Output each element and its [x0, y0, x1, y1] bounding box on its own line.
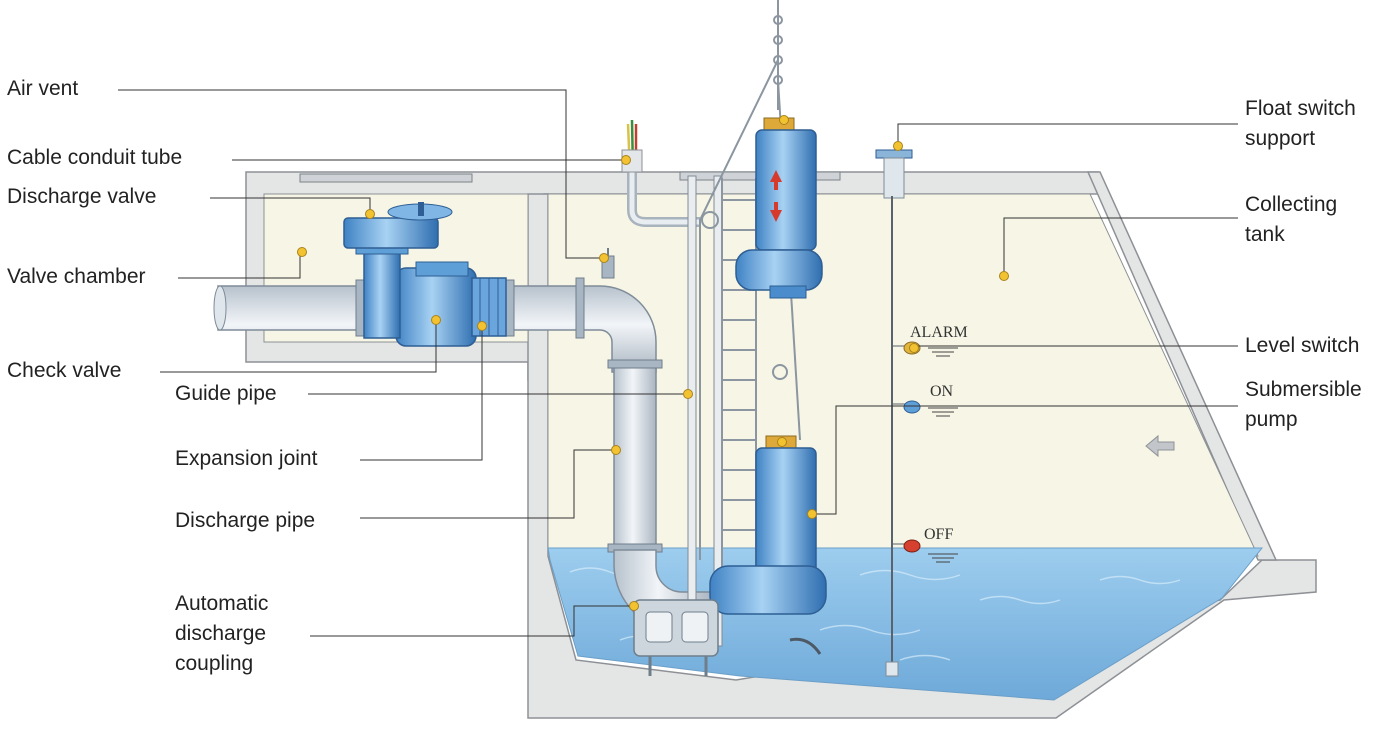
label-submersible-pump: Submersible pump — [1245, 375, 1362, 435]
label-discharge-valve: Discharge valve — [7, 182, 156, 212]
label-automatic-discharge-coupling: Automatic discharge coupling — [175, 589, 268, 679]
leader-float-switch-support — [898, 124, 1238, 146]
hatch-cover-valve — [300, 174, 472, 182]
level-off: OFF — [924, 526, 953, 544]
level-alarm: ALARM — [910, 324, 968, 342]
label-line: support — [1245, 124, 1356, 154]
label-line: pump — [1245, 405, 1362, 435]
label-cable-conduit-tube: Cable conduit tube — [7, 143, 182, 173]
label-line: tank — [1245, 220, 1337, 250]
level-on: ON — [930, 383, 953, 401]
label-float-switch-support: Float switch support — [1245, 94, 1356, 154]
label-level-switch: Level switch — [1245, 331, 1359, 361]
label-expansion-joint: Expansion joint — [175, 444, 317, 474]
label-discharge-pipe: Discharge pipe — [175, 506, 315, 536]
label-air-vent: Air vent — [7, 74, 78, 104]
expansion-joint-shape — [472, 278, 506, 336]
label-line: Collecting — [1245, 190, 1337, 220]
label-check-valve: Check valve — [7, 356, 121, 386]
label-collecting-tank: Collecting tank — [1245, 190, 1337, 250]
label-line: coupling — [175, 649, 268, 679]
label-line: Submersible — [1245, 375, 1362, 405]
label-valve-chamber: Valve chamber — [7, 262, 146, 292]
label-guide-pipe: Guide pipe — [175, 379, 277, 409]
label-line: Float switch — [1245, 94, 1356, 124]
label-line: Automatic — [175, 589, 268, 619]
label-line: discharge — [175, 619, 268, 649]
